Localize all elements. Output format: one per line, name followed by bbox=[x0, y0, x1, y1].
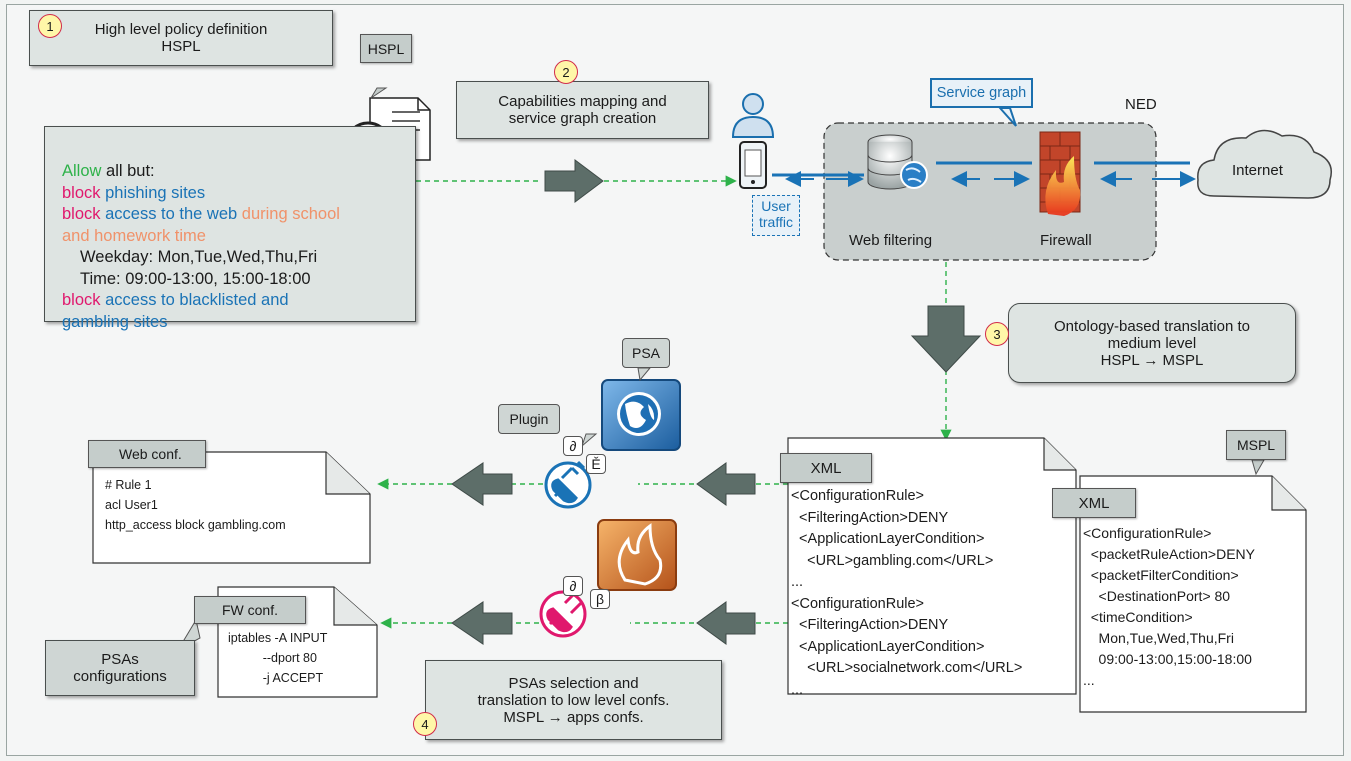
code-line: ... bbox=[791, 574, 804, 590]
firewall-label: Firewall bbox=[1040, 232, 1092, 249]
code-line: 09:00-13:00,15:00-18:00 bbox=[1083, 651, 1252, 667]
hspl-line-part: Time: 09:00-13:00, 15:00-18:00 bbox=[80, 269, 311, 288]
step4-badge: 4 bbox=[413, 712, 437, 736]
hspl-line-part: gambling sites bbox=[62, 312, 168, 331]
hspl-line-part: block bbox=[62, 183, 101, 202]
hspl-line-part: Weekday: Mon,Tue,Wed,Thu,Fri bbox=[80, 248, 318, 266]
user-icon bbox=[731, 93, 775, 138]
code-line: <URL>socialnetwork.com</URL> bbox=[791, 660, 1023, 676]
code-line: <DestinationPort> 80 bbox=[1083, 588, 1231, 604]
hspl-line: Allow all but: bbox=[62, 161, 340, 183]
xml1-lines: <ConfigurationRule> <FilteringAction>DEN… bbox=[791, 486, 1022, 701]
fw-conf-lines: iptables -A INPUT --dport 80 -j ACCEPT bbox=[228, 628, 327, 688]
hspl-line-part: all but: bbox=[101, 162, 155, 180]
psa-web-tile-icon bbox=[601, 379, 681, 451]
plugin-blue-icon bbox=[544, 460, 592, 509]
xml-document-1 bbox=[787, 437, 1077, 695]
step1-badge: 1 bbox=[38, 14, 62, 38]
code-line: ... bbox=[1083, 672, 1095, 688]
internet-cloud-icon bbox=[1197, 129, 1332, 199]
psas-configurations-callout: PSAs configurations bbox=[45, 640, 195, 696]
hspl-line-part: block bbox=[62, 205, 101, 223]
hspl-line-part: during school bbox=[237, 205, 340, 223]
firewall-icon bbox=[1039, 131, 1081, 216]
mspl-tag: MSPL bbox=[1226, 430, 1286, 460]
step3-box: Ontology-based translation to medium lev… bbox=[1008, 303, 1296, 383]
code-line: <packetRuleAction>DENY bbox=[1083, 546, 1255, 562]
xml1-tag: XML bbox=[780, 453, 872, 483]
code-line: <ConfigurationRule> bbox=[791, 595, 925, 612]
flow-dashes bbox=[377, 175, 952, 629]
plug-bubble-3: ∂ bbox=[563, 576, 583, 596]
hspl-line-part: access to blacklisted and bbox=[100, 291, 289, 309]
code-line: <ApplicationLayerCondition> bbox=[791, 638, 985, 655]
code-line: http_access block gambling.com bbox=[105, 518, 286, 532]
xml-document-2 bbox=[1079, 475, 1307, 713]
hspl-line: and homework time bbox=[62, 226, 340, 248]
web-conf-tag: Web conf. bbox=[88, 440, 206, 468]
code-line: --dport 80 bbox=[228, 651, 317, 665]
code-line: Mon,Tue,Wed,Thu,Fri bbox=[1083, 630, 1234, 646]
step1-box: High level policy definition HSPL bbox=[29, 10, 333, 66]
plug-bubble-1: ∂ bbox=[563, 436, 583, 456]
hspl-line-part: phishing sites bbox=[100, 183, 206, 202]
hspl-line: block access to blacklisted and bbox=[62, 290, 340, 312]
ned-label: NED bbox=[1125, 96, 1157, 113]
step2-box: Capabilities mapping and service graph c… bbox=[456, 81, 709, 139]
code-line: # Rule 1 bbox=[105, 478, 152, 492]
hspl-tag: HSPL bbox=[360, 34, 412, 63]
fw-conf-tag: FW conf. bbox=[194, 596, 306, 624]
hspl-line: block access to the web during school bbox=[62, 204, 340, 226]
hspl-line: Weekday: Mon,Tue,Wed,Thu,Fri bbox=[62, 247, 340, 269]
hspl-policy-box bbox=[44, 126, 416, 322]
code-line: <ConfigurationRule> bbox=[791, 488, 925, 504]
xml2-lines: <ConfigurationRule> <packetRuleAction>DE… bbox=[1083, 523, 1255, 691]
phone-icon bbox=[739, 141, 767, 189]
code-line: <packetFilterCondition> bbox=[1083, 567, 1239, 583]
web-conf-lines: # Rule 1 acl User1 http_access block gambl… bbox=[105, 475, 286, 535]
code-line: <ConfigurationRule> bbox=[1083, 525, 1212, 541]
hspl-line-part: access to the web bbox=[100, 205, 238, 223]
code-line: <URL>gambling.com</URL> bbox=[791, 552, 994, 569]
hspl-line-part: Allow bbox=[62, 162, 102, 180]
plug-bubble-2: Ě bbox=[586, 454, 606, 474]
code-line: iptables -A INPUT bbox=[228, 631, 328, 645]
internet-label: Internet bbox=[1232, 162, 1283, 179]
plug-bubble-4: β bbox=[590, 589, 610, 609]
step2-badge: 2 bbox=[554, 60, 578, 84]
service-graph-callout: Service graph bbox=[930, 78, 1033, 108]
hspl-line: gambling sites bbox=[62, 312, 340, 334]
step3-badge: 3 bbox=[985, 322, 1009, 346]
hspl-line-part: block bbox=[62, 291, 101, 309]
database-icon bbox=[867, 134, 928, 190]
psa-callout: PSA bbox=[622, 338, 670, 368]
code-line: <FilteringAction>DENY bbox=[791, 617, 949, 633]
plugin-pink-icon bbox=[539, 590, 587, 638]
xml2-tag: XML bbox=[1052, 488, 1136, 518]
plugin-callout: Plugin bbox=[498, 404, 560, 434]
service-links bbox=[772, 161, 1196, 187]
web-filtering-label: Web filtering bbox=[849, 232, 933, 249]
code-line: <FilteringAction>DENY bbox=[791, 509, 949, 526]
code-line: <ApplicationLayerCondition> bbox=[791, 531, 985, 547]
web-conf-document bbox=[92, 451, 371, 564]
step4-box: PSAs selection and translation to low le… bbox=[425, 660, 722, 740]
code-line: ... bbox=[791, 681, 804, 698]
code-line: acl User1 bbox=[105, 498, 158, 512]
hspl-line-part: and homework time bbox=[62, 226, 206, 245]
hspl-line: Time: 09:00-13:00, 15:00-18:00 bbox=[62, 269, 340, 291]
psa-firewall-tile-icon bbox=[597, 519, 677, 591]
code-line: <timeCondition> bbox=[1083, 609, 1193, 625]
service-graph-pointer bbox=[997, 107, 1017, 127]
user-traffic-label: User traffic bbox=[752, 195, 800, 236]
block-arrows bbox=[451, 159, 982, 645]
code-line: -j ACCEPT bbox=[228, 671, 324, 685]
hspl-line: block phishing sites bbox=[62, 183, 340, 205]
